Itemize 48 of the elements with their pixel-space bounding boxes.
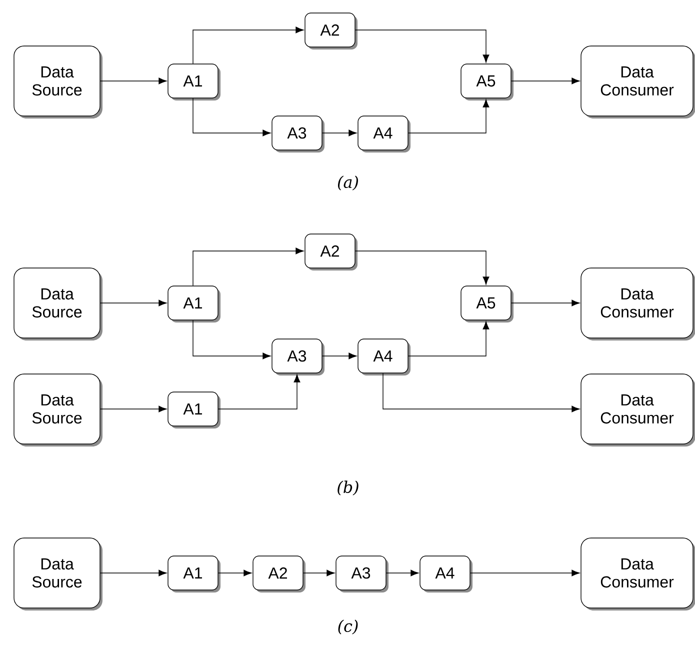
arrow	[192, 248, 304, 286]
caption: (b)	[338, 480, 358, 496]
arrow	[192, 98, 271, 136]
process-box: A4	[358, 116, 410, 152]
data-source-box: Data Source	[14, 374, 102, 446]
caption: (a)	[338, 176, 358, 190]
arrow	[192, 320, 271, 360]
process-box: A3	[272, 338, 324, 376]
arrow	[218, 374, 300, 410]
data-consumer-box: Data Consumer	[580, 538, 695, 610]
arrow	[303, 570, 335, 576]
process-box: A4	[420, 556, 472, 592]
process-box: A5	[460, 286, 514, 322]
process-box: A1	[168, 286, 220, 322]
arrow	[100, 570, 167, 576]
process-box: A1	[168, 64, 220, 100]
arrow	[511, 78, 580, 84]
arrow	[355, 250, 490, 285]
arrow	[322, 130, 357, 136]
arrow	[408, 99, 490, 134]
process-box: A1	[168, 556, 220, 592]
arrow	[100, 406, 167, 412]
process-box: A1	[168, 392, 220, 428]
arrow	[192, 26, 304, 64]
process-box: A2	[252, 556, 306, 592]
data-source-box: Data Source	[14, 538, 102, 610]
process-box: A2	[304, 12, 358, 50]
process-box: A3	[336, 556, 388, 592]
data-consumer-box: Data Consumer	[580, 268, 695, 340]
data-consumer-box: Data Consumer	[580, 46, 695, 118]
data-source-box: Data Source	[14, 46, 102, 118]
process-box: A2	[304, 234, 358, 270]
arrow	[470, 570, 580, 576]
arrow	[100, 300, 167, 306]
data-consumer-box: Data Consumer	[580, 374, 695, 446]
process-box: A4	[358, 338, 410, 376]
arrow	[100, 78, 167, 84]
data-source-box: Data Source	[14, 268, 102, 340]
process-box: A5	[460, 64, 514, 100]
arrow	[218, 570, 252, 576]
arrow	[511, 300, 580, 306]
arrow	[408, 321, 490, 356]
arrow	[382, 373, 580, 412]
process-box: A3	[272, 116, 324, 152]
caption: (c)	[338, 620, 358, 634]
arrow	[386, 570, 419, 576]
arrow	[322, 352, 357, 360]
arrow	[355, 30, 490, 63]
